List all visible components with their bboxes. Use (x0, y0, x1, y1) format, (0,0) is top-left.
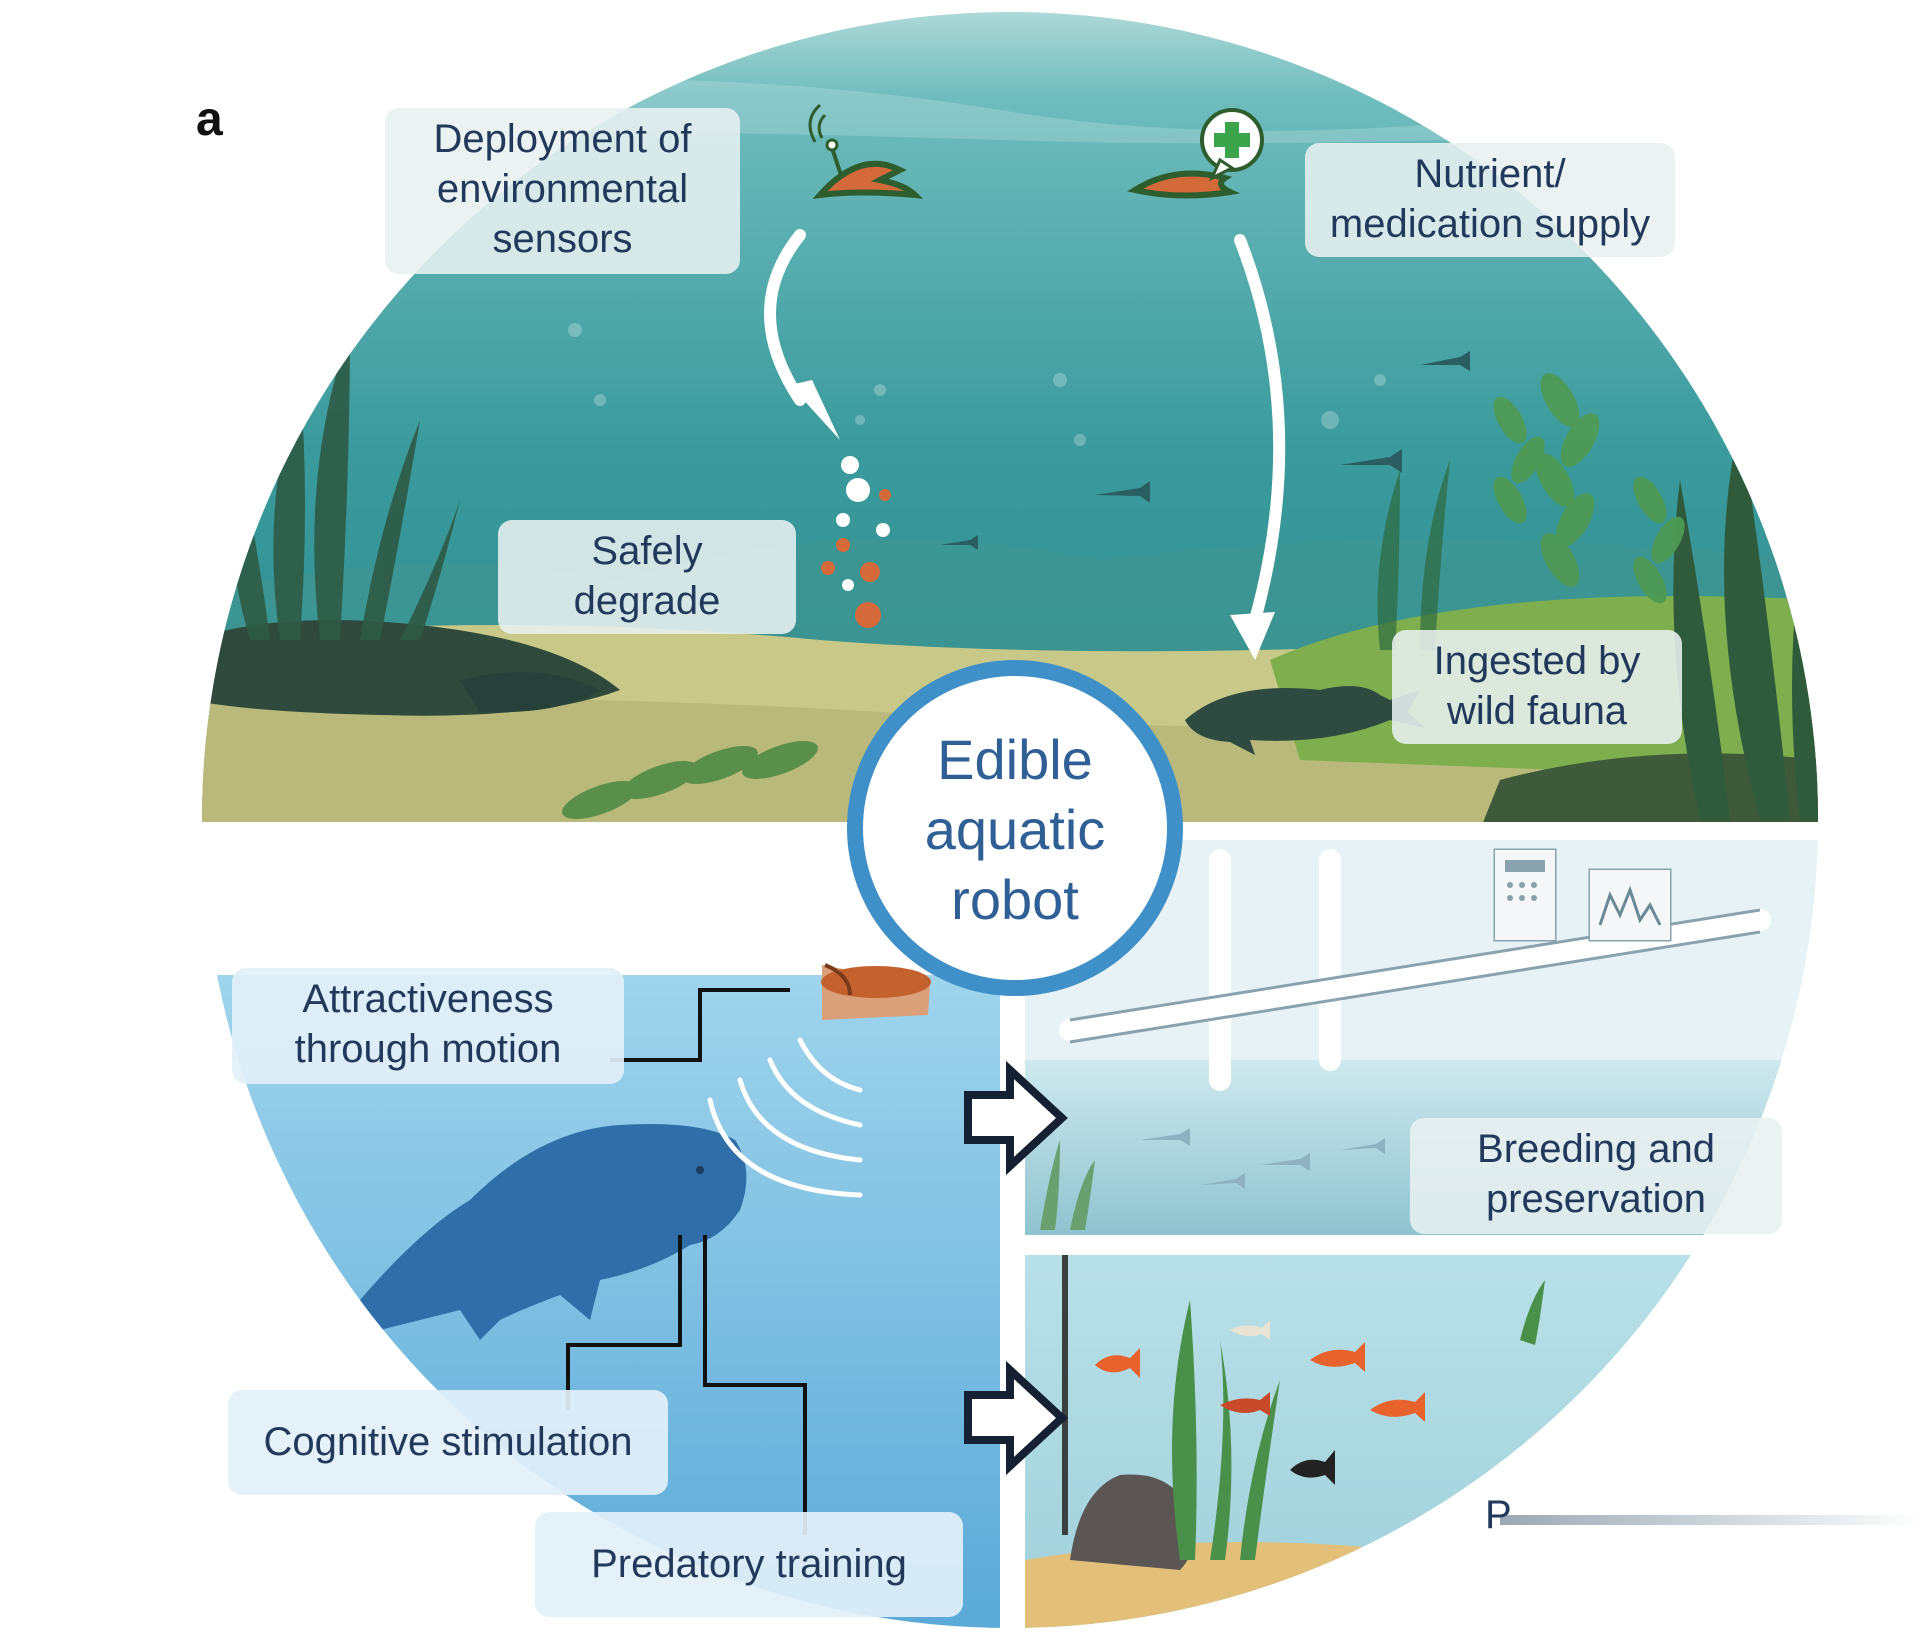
label-nutrient: Nutrient/ medication supply (1305, 143, 1675, 257)
label-breeding-line-1: Breeding and (1477, 1127, 1715, 1171)
center-ring (847, 660, 1183, 996)
label-deployment-line-3: sensors (492, 217, 633, 261)
center-title-line-1: Edible (937, 728, 1093, 791)
label-predatory-text: Predatory training (591, 1542, 907, 1586)
right-divider (1022, 1235, 1827, 1255)
aquarium-panel (1025, 1255, 1818, 1628)
label-degrade: Safely degrade (498, 520, 796, 634)
degrade-particles (821, 456, 891, 628)
label-ingested-line-1: Ingested by (1433, 639, 1641, 683)
target-fish-illustration (360, 1124, 747, 1340)
label-attractiveness-line-1: Attractiveness (302, 977, 554, 1021)
label-attractiveness: Attractiveness through motion (232, 968, 624, 1084)
label-partial-text: P (1485, 1493, 1512, 1537)
arrow-head-right (1230, 612, 1275, 660)
panel-letter: a (196, 93, 223, 146)
label-cognitive-text: Cognitive stimulation (263, 1420, 633, 1464)
swimming-robot-icon (821, 963, 931, 1020)
partial-label-fade (1500, 1515, 1926, 1525)
medication-robot-icon (1127, 108, 1264, 199)
label-cognitive: Cognitive stimulation (228, 1390, 668, 1495)
flow-arrows (764, 229, 1286, 626)
sensor-robot-icon (808, 103, 923, 199)
label-deployment-line-1: Deployment of (433, 117, 692, 161)
label-nutrient-line-1: Nutrient/ (1414, 152, 1566, 196)
label-attractiveness-line-2: through motion (294, 1027, 562, 1071)
callout-lines (566, 988, 807, 1535)
label-breeding: Breeding and preservation (1410, 1118, 1782, 1234)
arrow-head-left (790, 380, 840, 440)
label-deployment: Deployment of environmental sensors (385, 108, 740, 274)
label-deployment-line-2: environmental (436, 167, 689, 211)
arrows-to-right (964, 1060, 1068, 1476)
label-nutrient-line-2: medication supply (1329, 202, 1651, 246)
label-breeding-line-2: preservation (1485, 1177, 1707, 1221)
label-degrade-line-2: degrade (573, 579, 721, 623)
label-ingested-line-2: wild fauna (1446, 689, 1628, 733)
label-ingested: Ingested by wild fauna (1392, 630, 1682, 744)
label-degrade-line-1: Safely (591, 529, 703, 573)
center-title: Edible aquatic robot (865, 725, 1165, 935)
label-predatory: Predatory training (535, 1512, 963, 1617)
wild-fish-illustration (1185, 686, 1425, 755)
label-partial: P (1405, 1470, 1595, 1560)
center-title-line-3: robot (951, 868, 1079, 931)
center-title-line-2: aquatic (924, 798, 1106, 861)
